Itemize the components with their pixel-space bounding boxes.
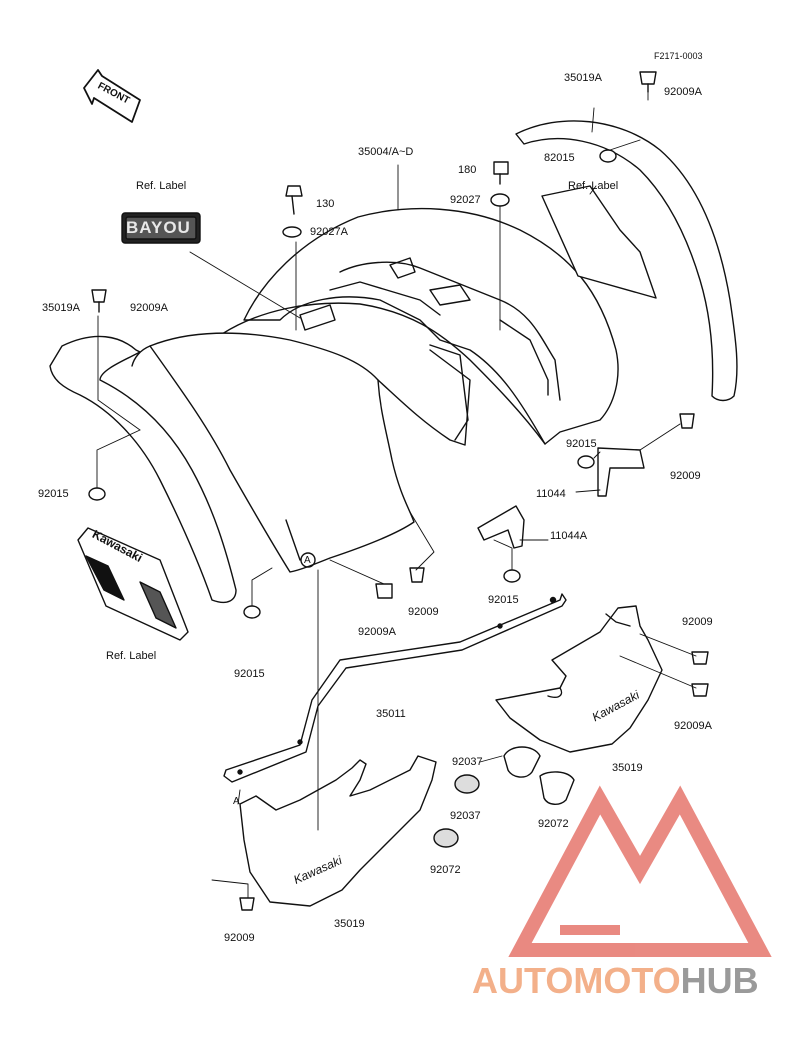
label-92009A-left: 92009A — [130, 302, 168, 314]
left-fender-flare — [49, 335, 237, 604]
label-35004: 35004/A~D — [358, 146, 414, 158]
callout-marker-a-1: A — [304, 555, 311, 566]
label-35019A-left: 35019A — [42, 302, 80, 314]
bayou-badge-text: BAYOU — [126, 218, 191, 237]
bolt-92009A-mid — [375, 583, 393, 599]
nut-92015-right — [577, 455, 595, 469]
nut-92015-low — [243, 605, 261, 619]
label-180: 180 — [458, 164, 477, 176]
label-92015-left: 92015 — [38, 488, 69, 500]
clip-92037-a — [503, 746, 541, 778]
label-92072-a: 92072 — [538, 818, 569, 830]
label-35019-bottom: 35019 — [334, 918, 365, 930]
label-35019A-top: 35019A — [564, 72, 602, 84]
watermark-part2: HUB — [680, 960, 759, 1001]
mud-guard-bar — [223, 593, 567, 783]
nut-92015-mid — [503, 569, 521, 583]
label-92009-rflap: 92009 — [682, 616, 713, 628]
front-arrow-icon — [83, 69, 141, 123]
washer-92027 — [490, 193, 510, 207]
figure-code: F2171-0003 — [654, 51, 703, 61]
label-11044A: 11044A — [550, 530, 588, 542]
label-92037-a: 92037 — [452, 756, 483, 768]
rear-fender-body — [131, 207, 619, 573]
left-mud-flap — [239, 755, 437, 907]
label-82015: 82015 — [544, 152, 575, 164]
bayou-badge — [121, 212, 201, 244]
label-92009A-rflap: 92009A — [674, 720, 712, 732]
label-35011: 35011 — [376, 708, 406, 720]
label-92027: 92027 — [450, 194, 481, 206]
bracket-11044A — [477, 505, 525, 549]
label-92027A: 92027A — [310, 226, 348, 238]
label-92015-mid: 92015 — [488, 594, 519, 606]
right-fender-flare — [515, 120, 738, 402]
watermark-part1: AUTOMOTO — [472, 960, 681, 1001]
bolt-180 — [493, 161, 509, 185]
label-35019-right: 35019 — [612, 762, 643, 774]
bolt-130 — [285, 185, 303, 215]
label-92015-right: 92015 — [566, 438, 597, 450]
ref-label-3: Ref. Label — [106, 650, 157, 662]
leader-lines — [96, 91, 697, 899]
bolt-92009A-top — [639, 71, 657, 93]
bracket-11044 — [597, 447, 645, 497]
label-92009A-top: 92009A — [664, 86, 702, 98]
bolt-92009-bottom — [239, 897, 255, 911]
watermark-text: AUTOMOTOHUB — [472, 960, 759, 1002]
bolt-92009-right — [679, 413, 695, 429]
bolt-92009-mid — [409, 567, 425, 583]
kawasaki-decal — [77, 527, 189, 641]
washer-92027A — [282, 226, 302, 238]
label-92009-right: 92009 — [670, 470, 701, 482]
bolt-92009A-left — [91, 289, 107, 313]
ref-label-sheet — [541, 185, 657, 299]
ref-label-1: Ref. Label — [136, 180, 187, 192]
label-11044: 11044 — [536, 488, 566, 500]
label-92015-low: 92015 — [234, 668, 265, 680]
nut-92015-left — [88, 487, 106, 501]
bolt-92009A-rflap — [691, 683, 709, 697]
bolt-92009-rflap — [691, 651, 709, 665]
label-92072-b: 92072 — [430, 864, 461, 876]
clip-92072-a — [539, 771, 575, 805]
label-130: 130 — [316, 198, 335, 210]
clip-92072-b — [433, 828, 459, 848]
clip-92037-b — [454, 774, 480, 794]
label-92037-b: 92037 — [450, 810, 481, 822]
watermark-logo-icon — [508, 785, 772, 957]
nut-82015 — [599, 149, 617, 163]
label-92009-mid: 92009 — [408, 606, 439, 618]
label-92009-bottom: 92009 — [224, 932, 255, 944]
right-mud-flap — [495, 605, 663, 753]
ref-label-2: Ref. Label — [568, 180, 619, 192]
callout-marker-a-2: A — [233, 796, 240, 807]
label-92009A-mid: 92009A — [358, 626, 396, 638]
